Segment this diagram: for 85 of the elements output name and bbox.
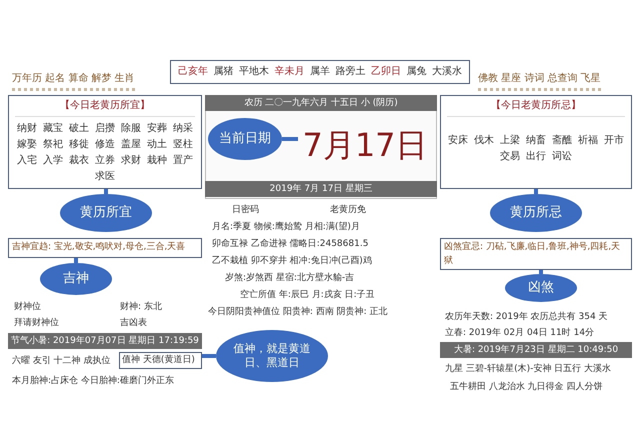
callout-tail — [539, 270, 543, 274]
info-box: 值神 天德(黄道日) — [119, 352, 202, 369]
list-item: 栽种 — [146, 154, 168, 168]
info-text: 拜请财神位 — [14, 316, 59, 330]
info-text: 属羊 — [310, 65, 330, 79]
info-text: 乙不栽植 卯不穿井 相冲:兔日冲(己酉)鸡 — [212, 254, 372, 268]
date-bar: 大暑: 2019年7月23日 星期二 10:49:50 — [440, 342, 632, 358]
list-item: 嫁娶 — [16, 138, 38, 152]
list-item: 动土 — [146, 138, 168, 152]
info-text: 财神位 — [14, 300, 41, 314]
list-panel — [8, 95, 202, 189]
info-text: 己亥年 — [178, 65, 208, 79]
list-panel — [440, 95, 632, 189]
callout-bubble: 黄历所宜 — [60, 194, 152, 232]
info-text: 财神: 东北 — [120, 300, 162, 314]
info-text: 月名:季夏 物候:鹰始鸷 月相:满(望)月 — [212, 220, 360, 234]
info-text: 六曜 友引 十二神 成执位 — [12, 354, 111, 368]
info-text: 属猪 — [213, 65, 234, 79]
nav-links: 万年历 起名 算命 解梦 生肖 — [12, 72, 135, 91]
callout-bubble: 吉神 — [40, 263, 112, 295]
callout-tail — [104, 189, 108, 194]
list-item: 入学 — [42, 154, 64, 168]
callout-tail — [74, 258, 78, 263]
list-item: 竖柱 — [172, 138, 194, 152]
info-strip — [170, 60, 470, 84]
list-item: 破土 — [68, 122, 90, 136]
info-text: 岁煞:岁煞西 星宿:北方壁水貐-吉 — [225, 272, 354, 285]
callout-tail — [202, 354, 216, 358]
list-item: 求医 — [94, 170, 116, 184]
info-box: 吉神宜趋: 宝光,敬安,鸣吠对,母仓,三合,天喜 — [8, 238, 202, 258]
info-text: 五牛耕田 八龙治水 九日得金 四人分饼 — [450, 380, 603, 394]
info-text: 本月胎神:占床仓 今日胎神:碓磨门外正东 — [12, 374, 174, 388]
list-item: 盖屋 — [120, 138, 142, 152]
panel-heading: 【今日老黄历所忌】 — [447, 96, 625, 117]
date-bar: 2019年 7月 17日 星期三 — [205, 181, 437, 197]
info-text: 吉凶表 — [120, 316, 147, 330]
info-text: 今日阴阳贵神值位 阳贵神: 西南 阴贵神: 正北 — [208, 306, 388, 319]
list-item: 上梁 — [499, 134, 521, 148]
info-text: 属兔 — [406, 65, 427, 79]
list-item: 除服 — [120, 122, 142, 136]
info-text: 立春: 2019年 02月 04日 11时 14分 — [445, 326, 594, 340]
info-text: 九星 三碧-轩辕星(木)-安神 日五行 大溪水 — [445, 362, 612, 376]
list-item: 藏宝 — [42, 122, 64, 136]
list-item: 交易 — [499, 150, 521, 164]
list-item: 斋醮 — [551, 134, 573, 148]
list-item: 安葬 — [146, 122, 168, 136]
info-text: 卯命互禄 乙命进禄 儒略日:2458681.5 — [212, 238, 368, 251]
info-text: 乙卯日 — [371, 65, 402, 79]
callout-bubble: 黄历所忌 — [490, 194, 582, 232]
list-item: 祭祀 — [42, 138, 64, 152]
list-item: 入宅 — [16, 154, 38, 168]
list-item: 祈福 — [577, 134, 599, 148]
info-text: 路旁土 — [336, 65, 366, 79]
list-item: 出行 — [525, 150, 547, 164]
date-bar: 农历 二〇一九年六月 十五日 小 (阴历) — [205, 95, 437, 111]
panel-heading: 【今日老黄历所宜】 — [15, 96, 195, 117]
callout-bubble: 值神，就是黄道日、黑道日 — [216, 330, 328, 382]
callout-tail — [534, 189, 538, 194]
info-text: 辛未月 — [274, 65, 304, 79]
list-item: 置产 — [172, 154, 194, 168]
list-item: 裁衣 — [68, 154, 90, 168]
callout-bubble: 凶煞 — [505, 274, 577, 302]
list-item: 纳采 — [172, 122, 194, 136]
list-item: 纳财 — [16, 122, 38, 136]
info-text: 农历年天数: 2019年 农历总共有 354 天 — [445, 310, 608, 324]
callout-tail — [282, 137, 298, 141]
info-text: 老黄历免 — [330, 204, 366, 217]
nav-links: 佛教 星座 诗词 总查询 飞星 — [478, 72, 601, 91]
info-text: 空亡所值 年:辰巳 月:戌亥 日:子丑 — [240, 288, 375, 302]
info-text: 大溪水 — [432, 65, 462, 79]
list-item: 开市 — [603, 134, 625, 148]
date-bar: 节气小暑: 2019年07月07日 星期日 17:19:59 — [8, 333, 202, 349]
list-item: 纳畜 — [525, 134, 547, 148]
list-item: 求财 — [120, 154, 142, 168]
info-text: 日密码 — [232, 204, 259, 217]
list-item: 启攒 — [94, 122, 116, 136]
list-item: 词讼 — [551, 150, 573, 164]
info-text: 平地木 — [238, 65, 269, 79]
list-item: 伐木 — [473, 134, 495, 148]
list-item: 安床 — [447, 134, 469, 148]
list-item: 修造 — [94, 138, 116, 152]
info-box: 凶煞宜忌: 刀砧,飞廉,临日,鲁班,神号,四耗,天狱 — [440, 238, 632, 270]
date-display: 7月17日 — [298, 114, 432, 176]
list-item: 移徙 — [68, 138, 90, 152]
list-item: 立券 — [94, 154, 116, 168]
